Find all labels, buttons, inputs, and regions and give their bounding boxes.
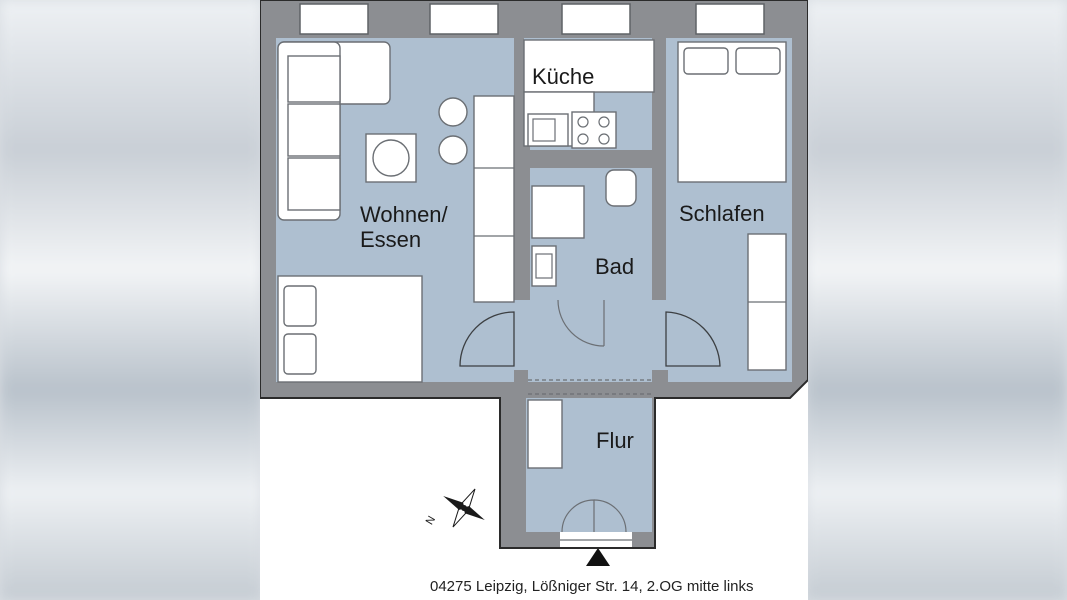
door-bathroom	[557, 299, 605, 347]
door-bedroom	[665, 311, 721, 367]
inner-wall	[514, 370, 528, 398]
shower	[531, 185, 585, 239]
room-label-flur: Flur	[596, 428, 634, 453]
address-caption: 04275 Leipzig, Lößniger Str. 14, 2.OG mi…	[430, 578, 754, 595]
compass	[443, 488, 485, 528]
coffee-table	[365, 133, 417, 183]
inner-wall	[524, 150, 654, 168]
bed-living-room	[277, 275, 423, 383]
toilet	[605, 169, 637, 207]
room-label-schlafen: Schlafen	[679, 201, 765, 226]
door-living	[459, 311, 515, 367]
floor-plan: N	[260, 0, 808, 566]
entrance-door	[560, 499, 632, 548]
inner-wall	[652, 370, 668, 398]
room-hallway-floor	[514, 290, 666, 382]
shelf	[527, 399, 563, 469]
window	[299, 3, 765, 35]
room-label-bad: Bad	[595, 254, 635, 279]
room-label-kueche: Küche	[532, 64, 595, 89]
kitchen-sink	[527, 113, 569, 147]
entrance-marker	[586, 548, 610, 566]
inner-wall	[652, 38, 666, 300]
bed-bedroom	[677, 41, 787, 183]
blurred-background-left	[0, 0, 262, 600]
kitchen-counter	[473, 39, 655, 303]
chairs	[438, 97, 468, 165]
blurred-background-right	[806, 0, 1067, 600]
washbasin	[531, 245, 557, 287]
room-label-wohnen: Wohnen/ Essen	[360, 202, 448, 252]
compass-north-label: N	[424, 514, 438, 527]
inner-wall	[514, 130, 530, 300]
stove	[571, 111, 617, 149]
wardrobe	[747, 233, 787, 371]
sofa	[277, 41, 391, 221]
